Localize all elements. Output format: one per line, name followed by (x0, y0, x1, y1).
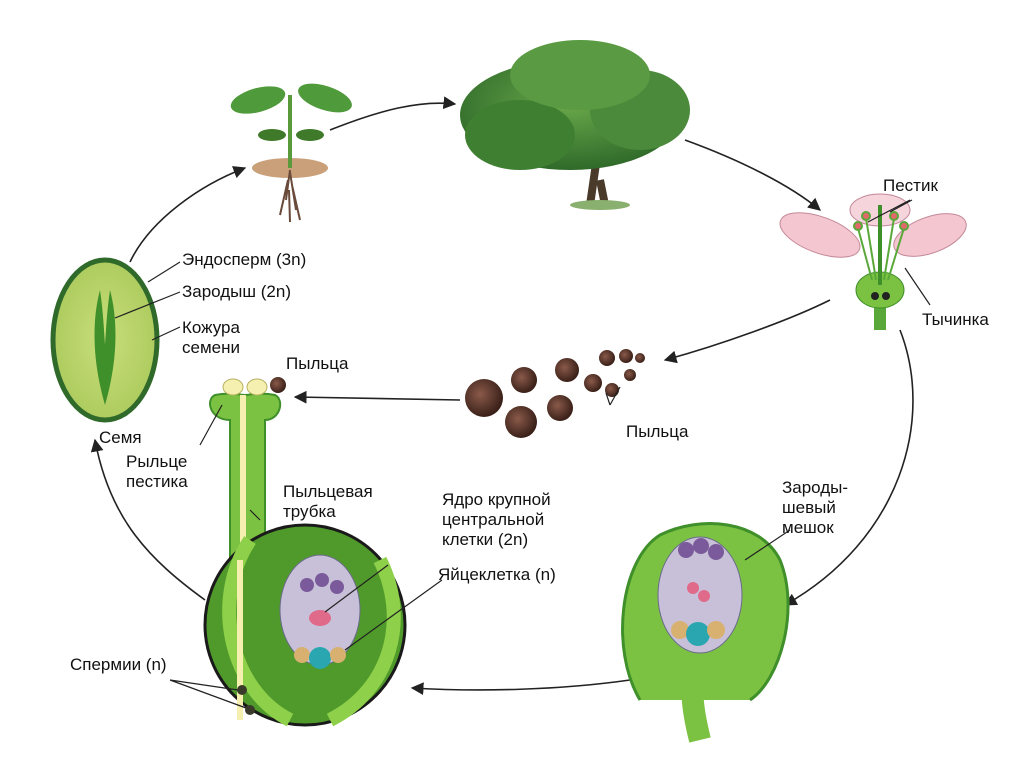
arrow-flower-to-sac (783, 329, 914, 606)
flower-label-leaders (867, 199, 931, 306)
seedling-illustration (230, 83, 352, 223)
seed-label-leaders (114, 261, 181, 341)
label-central-cell-2: центральной (442, 510, 545, 529)
label-embryo-sac-2: шевый (782, 498, 836, 517)
arrow-seedling-to-tree (329, 96, 457, 131)
label-seed-coat-2: семени (182, 338, 240, 357)
sac-label-leaders (744, 529, 791, 561)
label-seed-coat-1: Кожура (182, 318, 240, 337)
label-stigma-2: пестика (126, 472, 188, 491)
arrow-tree-to-flower (684, 139, 821, 211)
ovule-label-leaders (169, 564, 443, 709)
stigma-label-leaders (199, 404, 261, 521)
arrow-seed-to-seedling (129, 166, 247, 263)
tree-illustration (460, 40, 690, 210)
arrow-sac-to-ovule (410, 679, 631, 696)
label-pollen-middle: Пыльца (626, 422, 689, 441)
label-pistil: Пестик (883, 176, 938, 195)
label-zygote: Зародыш (2n) (182, 282, 291, 301)
ovule-illustration (203, 523, 407, 727)
pollen-grains (465, 349, 645, 438)
pollen-label-leaders (605, 386, 621, 406)
label-pollen-top: Пыльца (286, 354, 349, 373)
stigma-illustration (209, 377, 286, 561)
label-stigma-1: Рыльце (126, 452, 188, 471)
label-stamen: Тычинка (922, 310, 989, 329)
cycle-arrows (90, 96, 914, 696)
label-tube-1: Пыльцевая (283, 482, 373, 501)
label-endosperm: Эндосперм (3n) (182, 250, 307, 269)
label-sperm: Спермии (n) (70, 655, 167, 674)
seed-illustration (50, 257, 160, 423)
embryo-sac-illustration (621, 522, 790, 743)
flower-illustration (779, 193, 967, 330)
label-seed: Семя (99, 428, 142, 447)
label-embryo-sac-1: Зароды- (782, 478, 849, 497)
label-central-cell-3: клетки (2n) (442, 530, 529, 549)
label-tube-2: трубка (283, 502, 336, 521)
label-egg-cell: Яйцеклетка (n) (438, 565, 556, 584)
label-central-cell-1: Ядро крупной (442, 490, 551, 509)
arrow-ovule-to-seed (90, 438, 206, 601)
label-embryo-sac-3: мешок (782, 518, 834, 537)
arrow-pollen-to-stigma (293, 390, 461, 404)
arrow-flower-to-pollen (663, 299, 831, 364)
